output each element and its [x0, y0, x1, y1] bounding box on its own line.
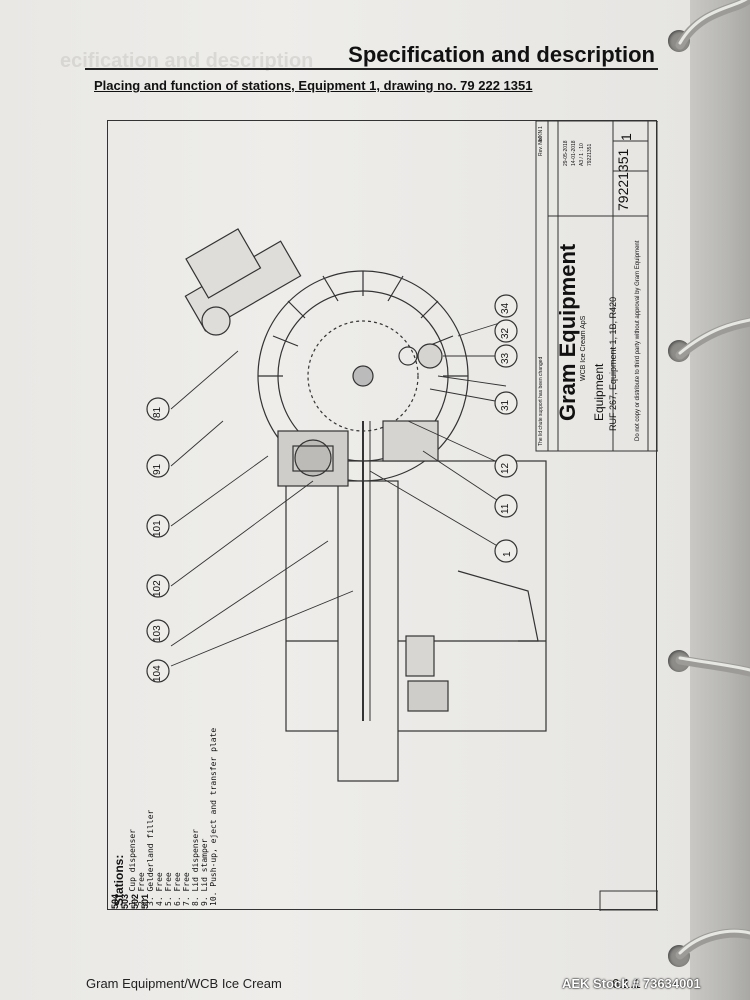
- revision-number: 503: [120, 893, 130, 909]
- binder-rings: [675, 0, 750, 960]
- callout-101: 101: [152, 520, 163, 537]
- scale-field: A3 / 1 : 10: [579, 143, 585, 166]
- callout-33: 33: [500, 352, 511, 364]
- sheet-number: 1: [618, 133, 634, 141]
- callout-102: 102: [152, 580, 163, 597]
- callout-103: 103: [152, 625, 163, 642]
- station-item: 4. Free: [155, 872, 164, 906]
- drawing-number: 79221351: [615, 148, 631, 211]
- binder-page-edge: [690, 0, 750, 1000]
- date-field: 29-05-2018: [563, 140, 569, 166]
- drawing-graphics: [146, 121, 658, 911]
- technical-drawing: 81 91 101 102 103 104 34 32 33 31 12 11 …: [107, 120, 658, 911]
- callout-32: 32: [500, 327, 511, 339]
- revision-number: 504: [110, 893, 120, 909]
- footer-publisher: Gram Equipment/WCB Ice Cream: [86, 976, 282, 991]
- old-number-field: 79221351: [587, 143, 593, 166]
- revision-number: 502: [130, 893, 140, 909]
- callout-31: 31: [500, 399, 511, 411]
- title-rule: [85, 68, 658, 70]
- bleed-through-text: ecification and description: [60, 50, 314, 72]
- customer-name: WCB Ice Cream ApS: [580, 315, 587, 381]
- callout-12: 12: [500, 462, 511, 474]
- callout-34: 34: [500, 302, 511, 314]
- callout-81: 81: [152, 406, 163, 418]
- station-item: 8. Lid dispenser: [191, 828, 200, 906]
- revision-note: The lid chute support has been changed: [538, 356, 544, 446]
- station-item: 3. Gelderland filler: [146, 809, 155, 906]
- stock-watermark: AEK Stock # 73634001: [562, 976, 701, 991]
- station-item: 7. Free: [182, 872, 191, 906]
- company-logo-text: Gram Equipment: [555, 243, 580, 421]
- callout-91: 91: [152, 463, 163, 475]
- drawing-name: Equipment: [592, 363, 606, 421]
- callout-11: 11: [500, 503, 511, 514]
- revision-initials: MKN: [538, 129, 544, 141]
- page-subtitle: Placing and function of stations, Equipm…: [94, 78, 533, 93]
- station-item: 10. Push-up, eject and transfer plate: [209, 727, 218, 906]
- drawing-description: RUF 267, Equipment 1, 1B, R420: [608, 296, 618, 431]
- callout-104: 104: [152, 665, 163, 682]
- copyright-notice: Do not copy or distribute to third party…: [635, 240, 641, 441]
- station-item: 5. Free: [164, 872, 173, 906]
- page-title: Specification and description: [348, 42, 655, 67]
- revision-value: 1: [538, 126, 544, 129]
- station-item: 9. Lid stamper: [200, 838, 209, 906]
- footer-page-number: 6.1.1: [612, 976, 641, 991]
- revision-number: 501: [140, 893, 150, 909]
- station-item: 6. Free: [173, 872, 182, 906]
- callout-1: 1: [502, 551, 513, 557]
- date-field: 14-01-2018: [571, 140, 577, 166]
